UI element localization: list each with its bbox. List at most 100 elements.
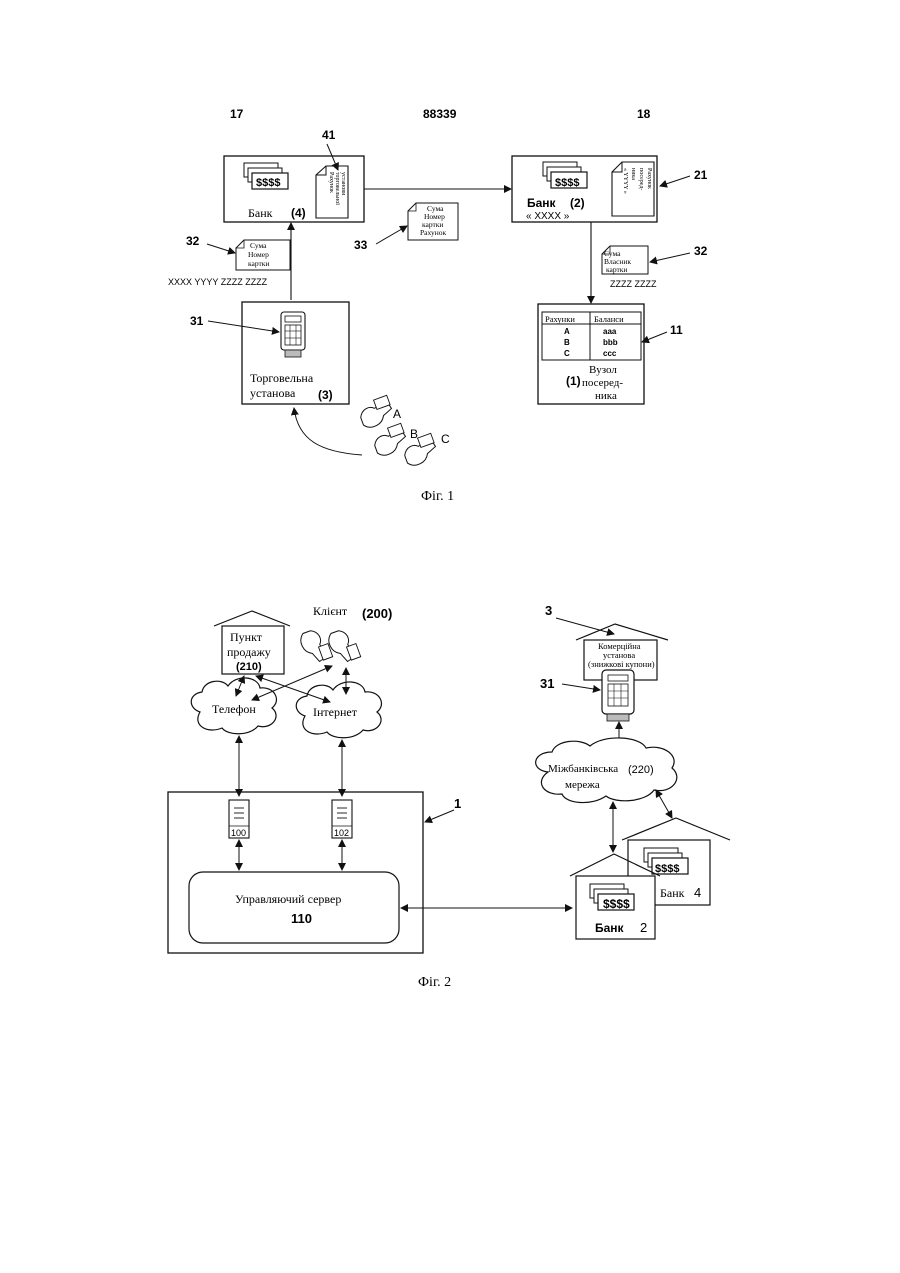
fig2-commerce-line3: (знижкові купони) (588, 659, 655, 669)
fig1-node-line1: Вузол (589, 364, 617, 376)
fig1-caption: Фіг. 1 (421, 489, 454, 504)
fig2-pos-house: Пункт продажу (210) (214, 611, 290, 674)
table-cell: bbb (603, 338, 618, 347)
page-header-center: 88339 (423, 107, 457, 121)
fig2-pos-line3: (210) (236, 661, 262, 673)
page-header-right: 18 (637, 107, 651, 121)
fig1-merchant-line1: Торговельна (250, 371, 314, 385)
fig1-bank4-doc-line1: Рахунок (328, 172, 334, 193)
fig2-ref-31: 31 (540, 676, 554, 691)
leader-line (425, 810, 454, 822)
fig1-client-b: B (410, 427, 418, 441)
fig1-bank2-name: Банк (527, 196, 557, 210)
fig1-card-number-left: XXXX YYYY ZZZZ ZZZZ (168, 277, 268, 287)
fig1-msg32l-line1: Сума (250, 241, 267, 250)
fig2-interbank-cloud: Міжбанківська (220) мережа (536, 738, 677, 803)
table-cell: A (564, 327, 570, 336)
hand-card-icon (357, 395, 396, 430)
fig1-bank2-money: $$$$ (555, 177, 579, 189)
table-cell: aaa (603, 327, 617, 336)
fig2-client-label: Клієнт (313, 604, 348, 618)
leader-line (642, 332, 667, 342)
fig1-ref-32-left: 32 (186, 234, 200, 248)
table-cell: C (564, 349, 570, 358)
fig1-ref-32-right: 32 (694, 244, 708, 258)
fig1-ref-41: 41 (322, 128, 336, 142)
fig1-msg33-line4: Рахунок (420, 228, 446, 237)
leader-line (650, 253, 690, 262)
fig2-server-100: 100 (231, 828, 246, 838)
fig1-node-line2: посеред- (582, 377, 623, 389)
fig2-control-num: 110 (291, 911, 312, 926)
table-header-accounts: Рахунки (545, 314, 575, 324)
leader-line (660, 176, 690, 186)
fig1-bank4-name: Банк (248, 206, 273, 220)
fig1-bank2-doc-line1: Рахунок (646, 168, 652, 189)
hand-card-icon (298, 627, 333, 666)
page-header-left: 17 (230, 107, 244, 121)
fig1-msg32l-line2: Номер (248, 250, 269, 259)
fig2-control-server-box (189, 872, 399, 943)
fig1-client-a: A (393, 407, 401, 421)
fig1-bank4-box: $$$$ Рахунок торговельної установи Банк … (224, 156, 364, 222)
fig2-bank4-money: $$$$ (655, 863, 679, 875)
fig1-msg32r-line3: картки (606, 265, 627, 274)
fig1-clients: A B C (357, 395, 450, 468)
fig1-bank2-doc-line4: « YYYY » (622, 168, 628, 194)
fig1-bank2-doc-line3: ника (630, 168, 636, 180)
fig2-pos-line1: Пункт (230, 630, 263, 644)
fig2-client-num: (200) (362, 606, 392, 621)
fig1-bank2-box: $$$$ Рахунок посеред- ника « YYYY » Банк… (512, 156, 657, 222)
fig2-interbank-num: (220) (628, 764, 654, 776)
table-cell: ccc (603, 349, 617, 358)
fig2-phone-label: Телефон (212, 702, 256, 716)
fig2-bank2-name: Банк (595, 921, 625, 935)
fig1-client-c: C (441, 432, 450, 446)
fig1-arrow-clients-to-merchant (294, 408, 362, 455)
fig2-arrow-interbank-bank4 (656, 790, 672, 818)
fig2-interbank-label: Міжбанківська (548, 763, 618, 775)
hand-card-icon (371, 423, 410, 458)
fig1-message-32-left: Сума Номер картки (236, 240, 290, 270)
leader-line (376, 226, 407, 244)
fig2-caption: Фіг. 2 (418, 975, 451, 990)
fig1-message-32-right: Сума Власник картки (602, 246, 648, 274)
fig2-server-102: 102 (334, 828, 349, 838)
card-terminal-icon (602, 670, 634, 721)
fig1-ref-31: 31 (190, 314, 204, 328)
fig1-bank4-num: (4) (291, 206, 306, 220)
fig2-bank2-money: $$$$ (603, 897, 630, 911)
leader-line (562, 684, 600, 690)
fig1-ref-33: 33 (354, 238, 368, 252)
fig1-msg32l-line3: картки (248, 259, 269, 268)
leader-line (207, 244, 235, 253)
fig1-message-33: Сума Номер картки Рахунок (408, 203, 458, 240)
fig1-bank4-money: $$$$ (256, 177, 280, 189)
fig1-merchant-num: (3) (318, 388, 333, 402)
hand-card-icon (326, 627, 361, 666)
fig1-bank4-doc-line2: торговельної (334, 172, 340, 205)
fig2-internet-label: Інтернет (313, 705, 358, 719)
fig1-ref-11: 11 (670, 323, 683, 337)
fig1-card-number-right: ZZZZ ZZZZ (610, 279, 657, 289)
fig2-bank2-num: 2 (640, 920, 647, 935)
fig2-interbank-label2: мережа (565, 779, 600, 791)
fig2-ref-1: 1 (454, 796, 461, 811)
table-cell: B (564, 338, 570, 347)
card-terminal-icon (281, 312, 305, 357)
fig1-bank2-doc-line2: посеред- (638, 168, 644, 190)
fig1-bank2-code: « XXXX » (526, 211, 570, 222)
fig2-control-label: Управляючий сервер (235, 892, 341, 906)
fig1-merchant-box: Торговельна установа (3) (242, 302, 349, 404)
fig1-merchant-line2: установа (250, 386, 296, 400)
fig2-ref-3: 3 (545, 603, 552, 618)
fig2-pos-line2: продажу (227, 645, 271, 659)
fig1-bank4-doc-line3: установи (340, 172, 346, 196)
accounts-table: Рахунки Баланси A aaa B bbb C ccc (542, 312, 641, 360)
fig1-ref-21: 21 (694, 168, 708, 182)
fig2-system-box: 100 102 Управляючий сервер 110 (168, 792, 423, 953)
leader-line (556, 618, 614, 634)
fig1-node-box: Рахунки Баланси A aaa B bbb C ccc Вузол … (538, 304, 644, 404)
fig1-bank2-num: (2) (570, 196, 585, 210)
